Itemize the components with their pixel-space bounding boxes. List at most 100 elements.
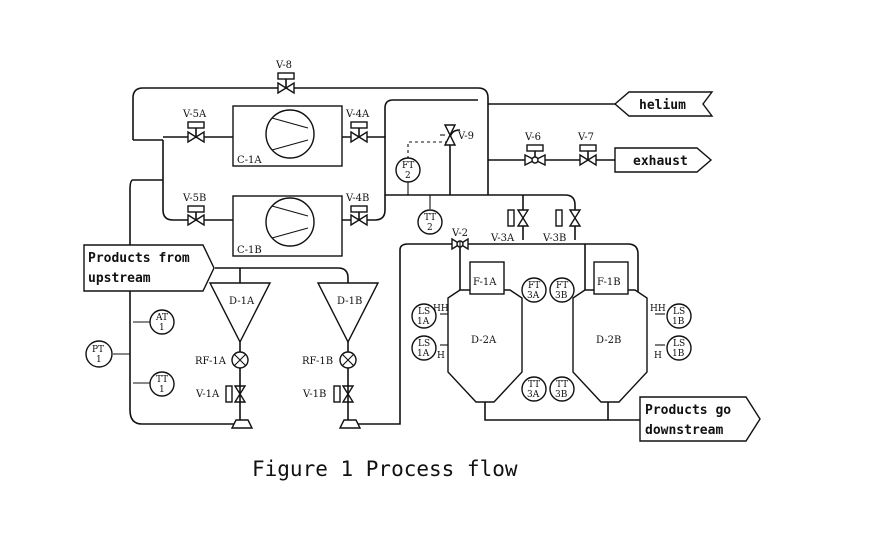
valve-v4b[interactable] bbox=[350, 205, 368, 227]
ejector-b bbox=[338, 419, 362, 429]
instrument-ls1a-hh: LS 1A bbox=[411, 303, 437, 329]
c1a-label: C-1A bbox=[237, 155, 262, 166]
instrument-tt2: TT 2 bbox=[417, 209, 443, 235]
v6-label: V-6 bbox=[524, 132, 541, 143]
svg-text:1: 1 bbox=[159, 385, 165, 395]
svg-text:TT: TT bbox=[528, 380, 540, 390]
stream-tag-upstream: Products from upstream bbox=[83, 244, 215, 292]
valve-v5b[interactable] bbox=[187, 205, 205, 227]
stream-tag-helium: helium bbox=[613, 91, 714, 117]
downstream-line-1: Products go bbox=[645, 403, 731, 418]
v3a-label: V-3A bbox=[490, 233, 515, 244]
instrument-tt3b: TT 3B bbox=[549, 376, 575, 402]
valve-v2[interactable] bbox=[451, 237, 469, 252]
valve-v7[interactable] bbox=[579, 144, 597, 167]
upstream-line-2: upstream bbox=[88, 271, 151, 286]
vessel-d1a bbox=[208, 282, 272, 352]
d1a-label: D-1A bbox=[229, 296, 255, 307]
c1b-label: C-1B bbox=[237, 245, 262, 256]
instrument-ls1a-h: LS 1A bbox=[411, 335, 437, 361]
svg-text:3A: 3A bbox=[527, 390, 540, 400]
instrument-ft2: FT 2 bbox=[395, 157, 421, 183]
svg-text:FT: FT bbox=[528, 281, 540, 291]
downstream-line-2: downstream bbox=[645, 423, 723, 438]
svg-text:PT: PT bbox=[92, 345, 104, 355]
instrument-ft3a: FT 3A bbox=[521, 277, 547, 303]
compressor-c1a bbox=[232, 105, 343, 167]
valve-v8[interactable] bbox=[277, 72, 295, 95]
instrument-tt3a: TT 3A bbox=[521, 376, 547, 402]
svg-text:TT: TT bbox=[156, 375, 168, 385]
rf1a-label: RF-1A bbox=[195, 356, 227, 367]
svg-text:1A: 1A bbox=[417, 317, 430, 327]
svg-text:1: 1 bbox=[159, 323, 165, 333]
rotary-feeder-rf1b bbox=[339, 351, 357, 424]
v1b-label: V-1B bbox=[302, 389, 326, 400]
level-h-a: H bbox=[437, 351, 445, 361]
stream-tag-exhaust: exhaust bbox=[614, 147, 713, 173]
svg-text:FT: FT bbox=[556, 281, 568, 291]
valve-v3a[interactable] bbox=[507, 209, 530, 227]
svg-text:3B: 3B bbox=[555, 390, 568, 400]
v7-label: V-7 bbox=[577, 132, 594, 143]
svg-text:3B: 3B bbox=[555, 291, 568, 301]
valve-v1a[interactable] bbox=[225, 385, 247, 403]
v3b-label: V-3B bbox=[542, 233, 566, 244]
svg-text:1A: 1A bbox=[417, 349, 430, 359]
upstream-line-1: Products from bbox=[88, 251, 190, 266]
valve-v4a[interactable] bbox=[350, 121, 368, 144]
svg-text:LS: LS bbox=[673, 307, 685, 317]
d1b-label: D-1B bbox=[337, 296, 362, 307]
svg-text:1: 1 bbox=[96, 355, 102, 365]
compressor-c1b bbox=[232, 195, 343, 257]
vessel-d2b bbox=[572, 261, 648, 403]
v4b-label: V-4B bbox=[345, 193, 369, 204]
helium-label: helium bbox=[639, 98, 686, 113]
svg-text:AT: AT bbox=[155, 313, 168, 323]
level-hh-a: HH bbox=[433, 304, 449, 314]
instrument-ls1b-h: LS 1B bbox=[666, 335, 692, 361]
d2a-label: D-2A bbox=[471, 335, 497, 346]
exhaust-label: exhaust bbox=[633, 154, 688, 169]
v8-label: V-8 bbox=[275, 60, 292, 71]
v2-label: V-2 bbox=[451, 228, 468, 239]
valve-v5a[interactable] bbox=[187, 121, 205, 144]
stream-tag-downstream: Products go downstream bbox=[639, 396, 761, 442]
svg-text:1B: 1B bbox=[672, 349, 685, 359]
instrument-ls1b-hh: LS 1B bbox=[666, 303, 692, 329]
f1a-label: F-1A bbox=[473, 277, 497, 288]
valve-v1b[interactable] bbox=[333, 385, 355, 403]
vessel-d1b bbox=[316, 282, 380, 352]
svg-text:LS: LS bbox=[673, 339, 685, 349]
instrument-tt1: TT 1 bbox=[149, 371, 175, 397]
v5a-label: V-5A bbox=[182, 109, 207, 120]
v1a-label: V-1A bbox=[195, 389, 220, 400]
level-h-b: H bbox=[654, 351, 662, 361]
svg-text:1B: 1B bbox=[672, 317, 685, 327]
valve-v6[interactable] bbox=[524, 144, 546, 167]
figure-caption: Figure 1 Process flow bbox=[252, 457, 518, 481]
level-hh-b: HH bbox=[650, 304, 666, 314]
rotary-feeder-rf1a bbox=[231, 351, 249, 424]
svg-text:TT: TT bbox=[424, 213, 436, 223]
svg-text:TT: TT bbox=[556, 380, 568, 390]
vessel-d2a bbox=[447, 261, 523, 403]
f1b-label: F-1B bbox=[597, 277, 621, 288]
svg-text:LS: LS bbox=[418, 307, 430, 317]
rf1b-label: RF-1B bbox=[302, 356, 333, 367]
instrument-at1: AT 1 bbox=[149, 309, 175, 335]
valve-v9[interactable] bbox=[440, 124, 457, 146]
svg-text:2: 2 bbox=[405, 171, 411, 181]
v4a-label: V-4A bbox=[345, 109, 370, 120]
svg-text:LS: LS bbox=[418, 339, 430, 349]
svg-text:2: 2 bbox=[427, 223, 433, 233]
svg-text:3A: 3A bbox=[527, 291, 540, 301]
instrument-ft3b: FT 3B bbox=[549, 277, 575, 303]
valve-v3b[interactable] bbox=[555, 209, 582, 227]
instrument-pt1: PT 1 bbox=[85, 340, 113, 368]
v5b-label: V-5B bbox=[182, 193, 206, 204]
v9-label: V-9 bbox=[457, 131, 474, 142]
d2b-label: D-2B bbox=[596, 335, 621, 346]
